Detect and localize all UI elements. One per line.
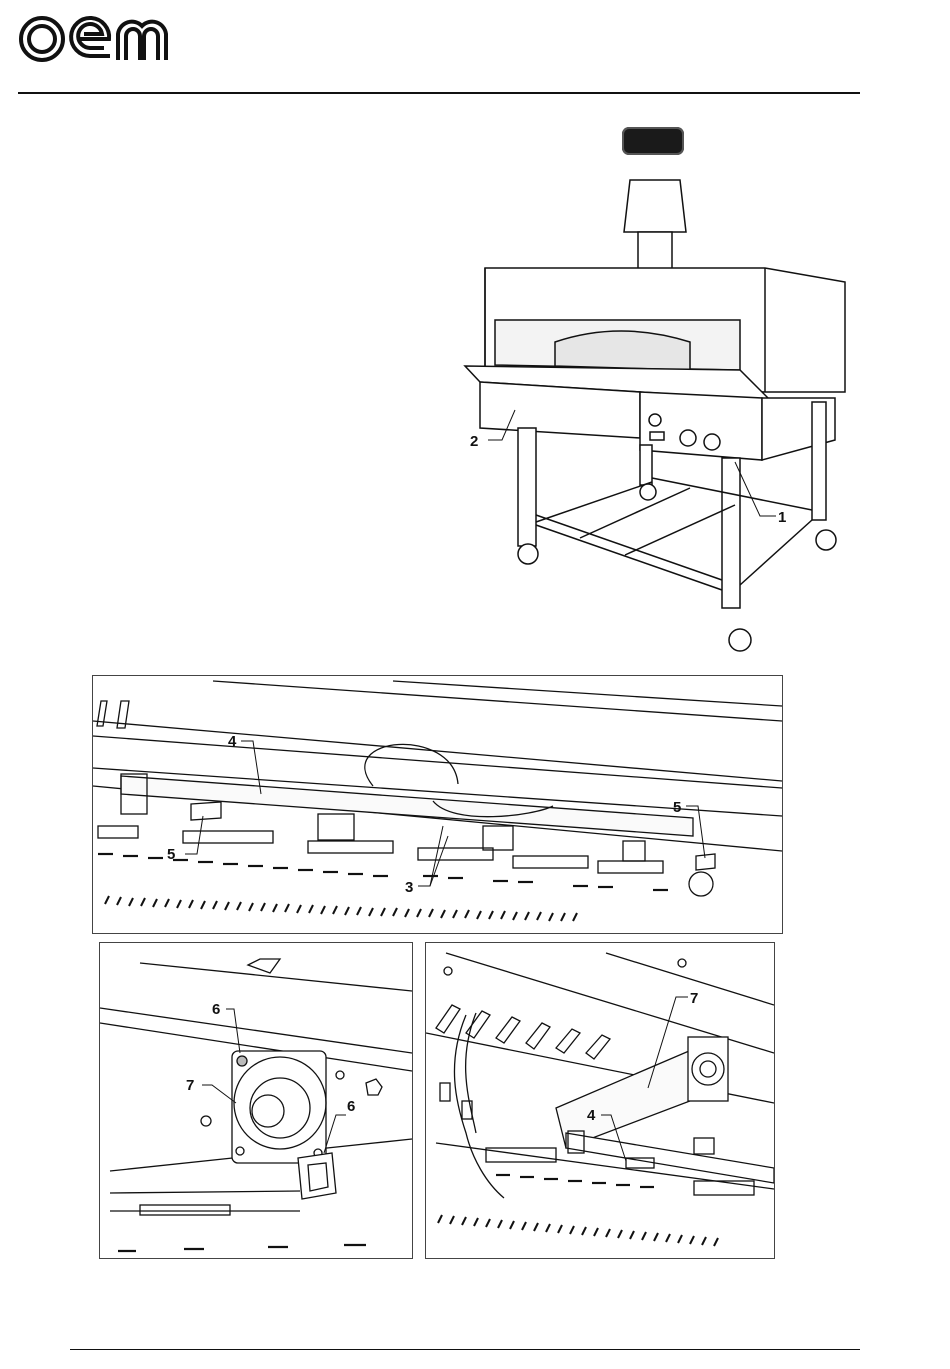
detail-panel-bottom-left: 6 7 6 [99, 942, 413, 1259]
callout-4: 4 [228, 733, 237, 750]
callout-1: 1 [778, 509, 786, 526]
header-rule [18, 92, 860, 94]
callout-3: 3 [405, 879, 413, 896]
oem-logo [18, 12, 168, 64]
pizza-oven-illustration: 2 1 [440, 170, 860, 660]
callout-5-left: 5 [167, 846, 175, 863]
callout-6-bottom: 6 [347, 1098, 355, 1115]
callout-7: 7 [690, 990, 698, 1007]
callout-5-right: 5 [673, 799, 681, 816]
callout-7: 7 [186, 1077, 194, 1094]
model-badge [622, 127, 684, 155]
detail-panel-top: 4 5 5 3 [92, 675, 783, 934]
callout-6-top: 6 [212, 1001, 220, 1018]
callout-2: 2 [470, 433, 478, 450]
callout-4: 4 [587, 1107, 596, 1124]
footer-rule [70, 1349, 860, 1350]
detail-panel-bottom-right: 7 4 [425, 942, 775, 1259]
